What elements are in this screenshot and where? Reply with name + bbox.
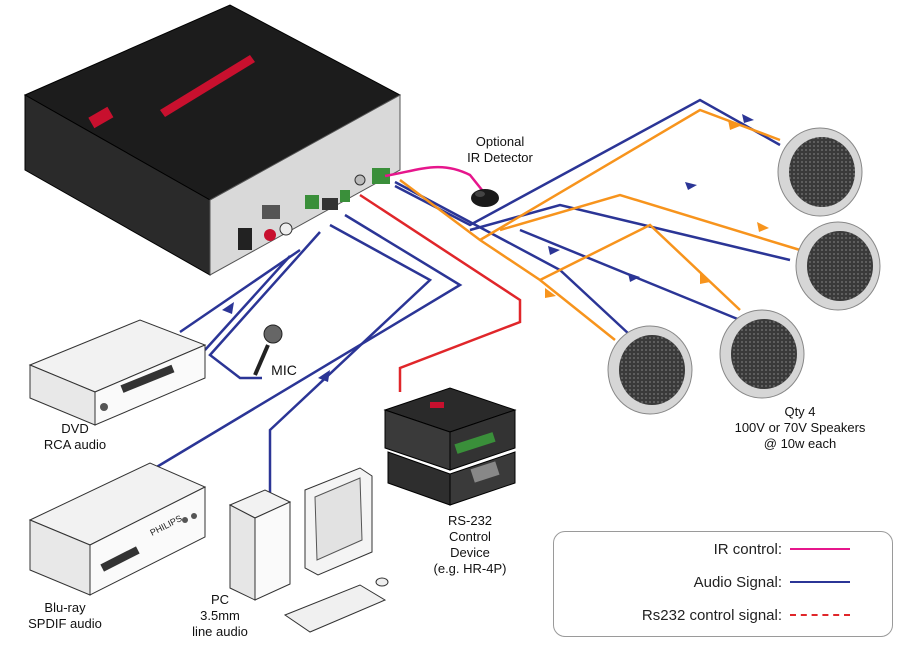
- ir-detector-label: Optional IR Detector: [455, 134, 545, 166]
- rs232-control-device: [383, 387, 517, 506]
- rs232-device-label-line4: (e.g. HR-4P): [433, 561, 507, 576]
- mic-cable: [208, 231, 321, 380]
- rca-input-block: [262, 205, 280, 219]
- bluray-player: PHILIPS: [28, 462, 207, 596]
- legend-audio-swatch: [790, 581, 850, 583]
- speakers-label-line2: 100V or 70V Speakers: [734, 420, 866, 435]
- ir-cable: [384, 165, 483, 191]
- terminal-block-green: [305, 195, 319, 209]
- audio-arrows: [222, 114, 754, 382]
- speakers-label: Qty 4 100V or 70V Speakers @ 10w each: [720, 404, 880, 452]
- pc-label-line2: 3.5mm: [200, 608, 240, 623]
- legend-rs232-swatch: [790, 614, 850, 616]
- pc-computer: [228, 467, 389, 633]
- pc-keyboard: [283, 584, 387, 633]
- speaker-arrows: [545, 120, 769, 298]
- rs232-device-label-line1: RS-232: [447, 513, 493, 528]
- rca-white-jack: [279, 222, 293, 236]
- pc-label-line1: PC: [210, 592, 230, 607]
- legend-ir-row: IR control:: [714, 538, 892, 560]
- ceiling-speaker-1: [777, 127, 863, 217]
- pc-audio-cable: [268, 223, 433, 500]
- amplifier-unit: [23, 4, 402, 276]
- brand-stripe: [160, 55, 255, 117]
- dvd-label-line1: DVD: [61, 421, 89, 436]
- ir-detector-label-line2: IR Detector: [467, 150, 533, 165]
- speaker-line-cables: [399, 108, 801, 341]
- speaker-feed-orange-2: [479, 108, 781, 242]
- speaker-output-block: [372, 168, 390, 184]
- ir-jack: [354, 174, 366, 186]
- speaker-feed-orange-3: [499, 193, 801, 252]
- legend-ir-text: IR control:: [713, 540, 782, 558]
- bluray-label-line1: Blu-ray: [44, 600, 86, 615]
- ceiling-speaker-2: [795, 221, 881, 311]
- ceiling-speaker-3: [607, 325, 693, 415]
- dvd-label-line2: RCA audio: [43, 437, 107, 452]
- pc-label: PC 3.5mm line audio: [180, 592, 260, 640]
- pc-label-line3: line audio: [192, 624, 248, 639]
- dvd-audio-right: [204, 255, 291, 351]
- rca-red-jack: [264, 229, 276, 241]
- power-connector: [238, 228, 252, 250]
- rs232-cable: [359, 193, 522, 392]
- speaker-feed-blue-3: [469, 203, 791, 262]
- speakers-label-line3: @ 10w each: [763, 436, 837, 451]
- terminal-block: [322, 198, 338, 210]
- pc-mouse: [375, 577, 389, 587]
- bluray-label-line2: SPDIF audio: [28, 616, 102, 631]
- mic-label: MIC: [271, 362, 297, 378]
- rs232-device-label-line3: Device: [450, 545, 490, 560]
- dvd-label: DVD RCA audio: [30, 421, 120, 453]
- speakers-label-line1: Qty 4: [784, 404, 816, 419]
- bluray-audio-cable: [154, 213, 463, 470]
- dvd-player: [28, 319, 207, 426]
- bluray-label: Blu-ray SPDIF audio: [10, 600, 120, 632]
- legend-ir-swatch: [790, 548, 850, 550]
- legend-rs232-row: Rs232 control signal:: [642, 604, 892, 626]
- brand-logo: [88, 106, 114, 129]
- microphone: [253, 324, 283, 376]
- legend-rs232-text: Rs232 control signal:: [641, 606, 782, 624]
- ceiling-speaker-4: [719, 309, 805, 399]
- legend-audio-text: Audio Signal:: [693, 573, 782, 591]
- legend-box: IR control: Audio Signal: Rs232 control …: [553, 531, 893, 637]
- dvd-audio-left: [179, 248, 301, 334]
- rs232-device-label: RS-232 Control Device (e.g. HR-4P): [420, 513, 520, 577]
- ir-detector-label-line1: Optional: [475, 134, 525, 149]
- legend-audio-row: Audio Signal:: [694, 571, 892, 593]
- speaker-feed-orange-4: [539, 223, 741, 311]
- speaker-feed-orange-1: [399, 179, 616, 341]
- ir-detector: [471, 189, 499, 207]
- rs232-device-label-line2: Control: [449, 529, 491, 544]
